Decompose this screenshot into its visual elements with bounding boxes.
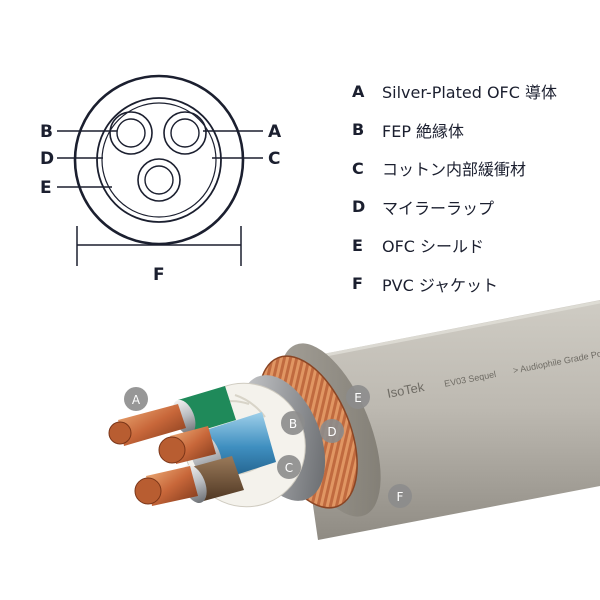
label-b: B [40,122,53,142]
label-e: E [40,178,52,198]
jacket-highlight [299,300,600,362]
brand-text: IsoTek [386,379,426,401]
core-left-insulation [109,111,153,155]
legend: A Silver-Plated OFC 導体 B FEP 絶縁体 C コットン内… [352,72,592,303]
badge-b-label: B [289,417,297,431]
label-d: D [40,149,54,169]
label-c: C [268,149,280,169]
legend-text: マイラーラップ [382,198,495,218]
legend-letter: E [352,235,363,255]
cross-section: B D E A C F [40,74,282,285]
mylar-ring [101,102,217,218]
legend-letter: F [352,274,363,294]
badge-e: E [346,385,370,409]
label-f: F [153,265,165,285]
badge-f-label: F [397,490,404,504]
legend-item: C コットン内部緩衝材 [352,149,592,188]
badge-c-label: C [285,461,293,475]
conductor-top [118,404,186,446]
legend-item: A Silver-Plated OFC 導体 [352,72,592,111]
badge-a-label: A [132,393,141,407]
legend-item: E OFC シールド [352,226,592,265]
badge-d-label: D [327,425,336,439]
badge-c: C [277,455,301,479]
conductor-middle-end [158,436,186,464]
legend-letter: B [352,120,365,140]
core-left-conductor [116,118,146,148]
shield-ring [96,97,222,223]
core-right-conductor [170,118,200,148]
legend-item: F PVC ジャケット [352,265,592,304]
jacket-ring [73,74,245,246]
legend-item: D マイラーラップ [352,188,592,227]
legend-text: Silver-Plated OFC 導体 [382,83,558,103]
legend-letter: A [352,81,365,101]
legend-letter: C [352,158,364,178]
legend-text: OFC シールド [382,237,485,257]
badge-a: A [124,387,148,411]
legend-text: FEP 絶縁体 [382,121,465,141]
badge-e-label: E [354,391,362,405]
core-bottom-conductor [144,165,174,195]
legend-item: B FEP 絶縁体 [352,111,592,150]
badge-f: F [388,484,412,508]
legend-letter: D [352,197,366,217]
badge-d: D [320,419,344,443]
cable-illustration: IsoTek EV03 Sequel > Audiophile Grade Po… [108,300,600,540]
legend-text: コットン内部緩衝材 [382,160,527,180]
conductor-bottom-end [134,477,162,505]
core-bottom-insulation [137,158,181,202]
conductor-top-end [108,421,132,445]
badge-b: B [281,411,305,435]
core-right-insulation [163,111,207,155]
label-a: A [268,122,282,142]
legend-text: PVC ジャケット [382,275,499,295]
